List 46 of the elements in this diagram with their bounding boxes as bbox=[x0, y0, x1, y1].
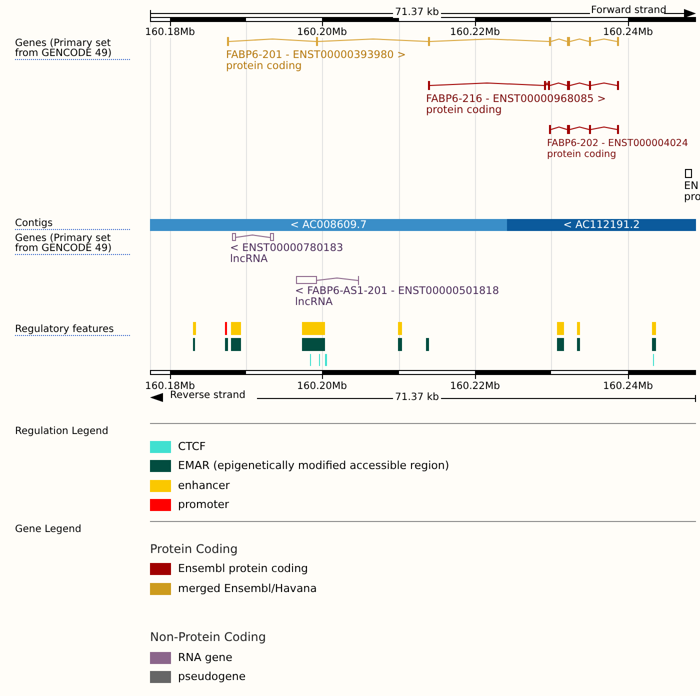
position-label: 160.18Mb bbox=[143, 27, 197, 38]
position-label: 160.24Mb bbox=[601, 27, 655, 38]
biotype-label: protein coding bbox=[226, 61, 302, 72]
contig-label: < AC008609.7 bbox=[289, 219, 368, 231]
biotype-label: protein coding bbox=[547, 149, 616, 160]
length-label: 71.37 kb bbox=[393, 392, 441, 403]
strand-label: Reverse strand bbox=[170, 390, 246, 401]
transcript bbox=[684, 168, 699, 205]
position-label: 160.22Mb bbox=[448, 27, 502, 38]
transcript bbox=[426, 80, 621, 118]
transcript-label: FABP6-202 - ENST000004024 bbox=[547, 138, 688, 149]
transcript-label: < ENST00000780183 bbox=[230, 243, 344, 254]
legend-label: EMAR (epigenetically modified accessible region) bbox=[178, 460, 450, 472]
position-label: 160.20Mb bbox=[295, 381, 349, 392]
transcript-label: < FABP6-AS1-201 - ENST00000501818 bbox=[295, 286, 500, 297]
position-label: 160.18Mb bbox=[143, 381, 197, 392]
legend-label: merged Ensembl/Havana bbox=[178, 583, 317, 595]
track-label: Regulatory features bbox=[15, 325, 130, 336]
transcript bbox=[226, 36, 621, 74]
legend-heading: Non-Protein Coding bbox=[150, 632, 266, 643]
legend-label: pseudogene bbox=[178, 671, 246, 683]
transcript-label: EN bbox=[684, 181, 698, 192]
section-heading: Gene Legend bbox=[15, 524, 82, 535]
position-label: 160.20Mb bbox=[295, 27, 349, 38]
biotype-label: lncRNA bbox=[295, 297, 333, 308]
strand-label: Forward strand bbox=[591, 5, 666, 16]
contig-bar bbox=[150, 219, 507, 231]
legend-label: promoter bbox=[178, 499, 230, 511]
contig-label: < AC112191.2 bbox=[562, 219, 641, 231]
legend-label: Ensembl protein coding bbox=[178, 563, 308, 575]
contig-bar bbox=[507, 219, 696, 231]
transcript-label: FABP6-201 - ENST00000393980 > bbox=[226, 50, 406, 61]
track-label: Genes (Primary set from GENCODE 49) bbox=[15, 39, 130, 60]
track-label: Contigs bbox=[15, 219, 130, 230]
section-heading: Regulation Legend bbox=[15, 426, 108, 437]
position-label: 160.24Mb bbox=[601, 381, 655, 392]
biotype-label: lncRNA bbox=[230, 254, 268, 265]
transcript-label: FABP6-216 - ENST00000968085 > bbox=[426, 94, 606, 105]
biotype-label: protein coding bbox=[426, 105, 502, 116]
track-label: Genes (Primary set from GENCODE 49) bbox=[15, 234, 130, 255]
legend-label: enhancer bbox=[178, 480, 230, 492]
legend-label: CTCF bbox=[178, 441, 206, 453]
length-label: 71.37 kb bbox=[393, 7, 441, 18]
legend-heading: Protein Coding bbox=[150, 544, 238, 555]
position-label: 160.22Mb bbox=[448, 381, 502, 392]
legend-label: RNA gene bbox=[178, 652, 232, 664]
